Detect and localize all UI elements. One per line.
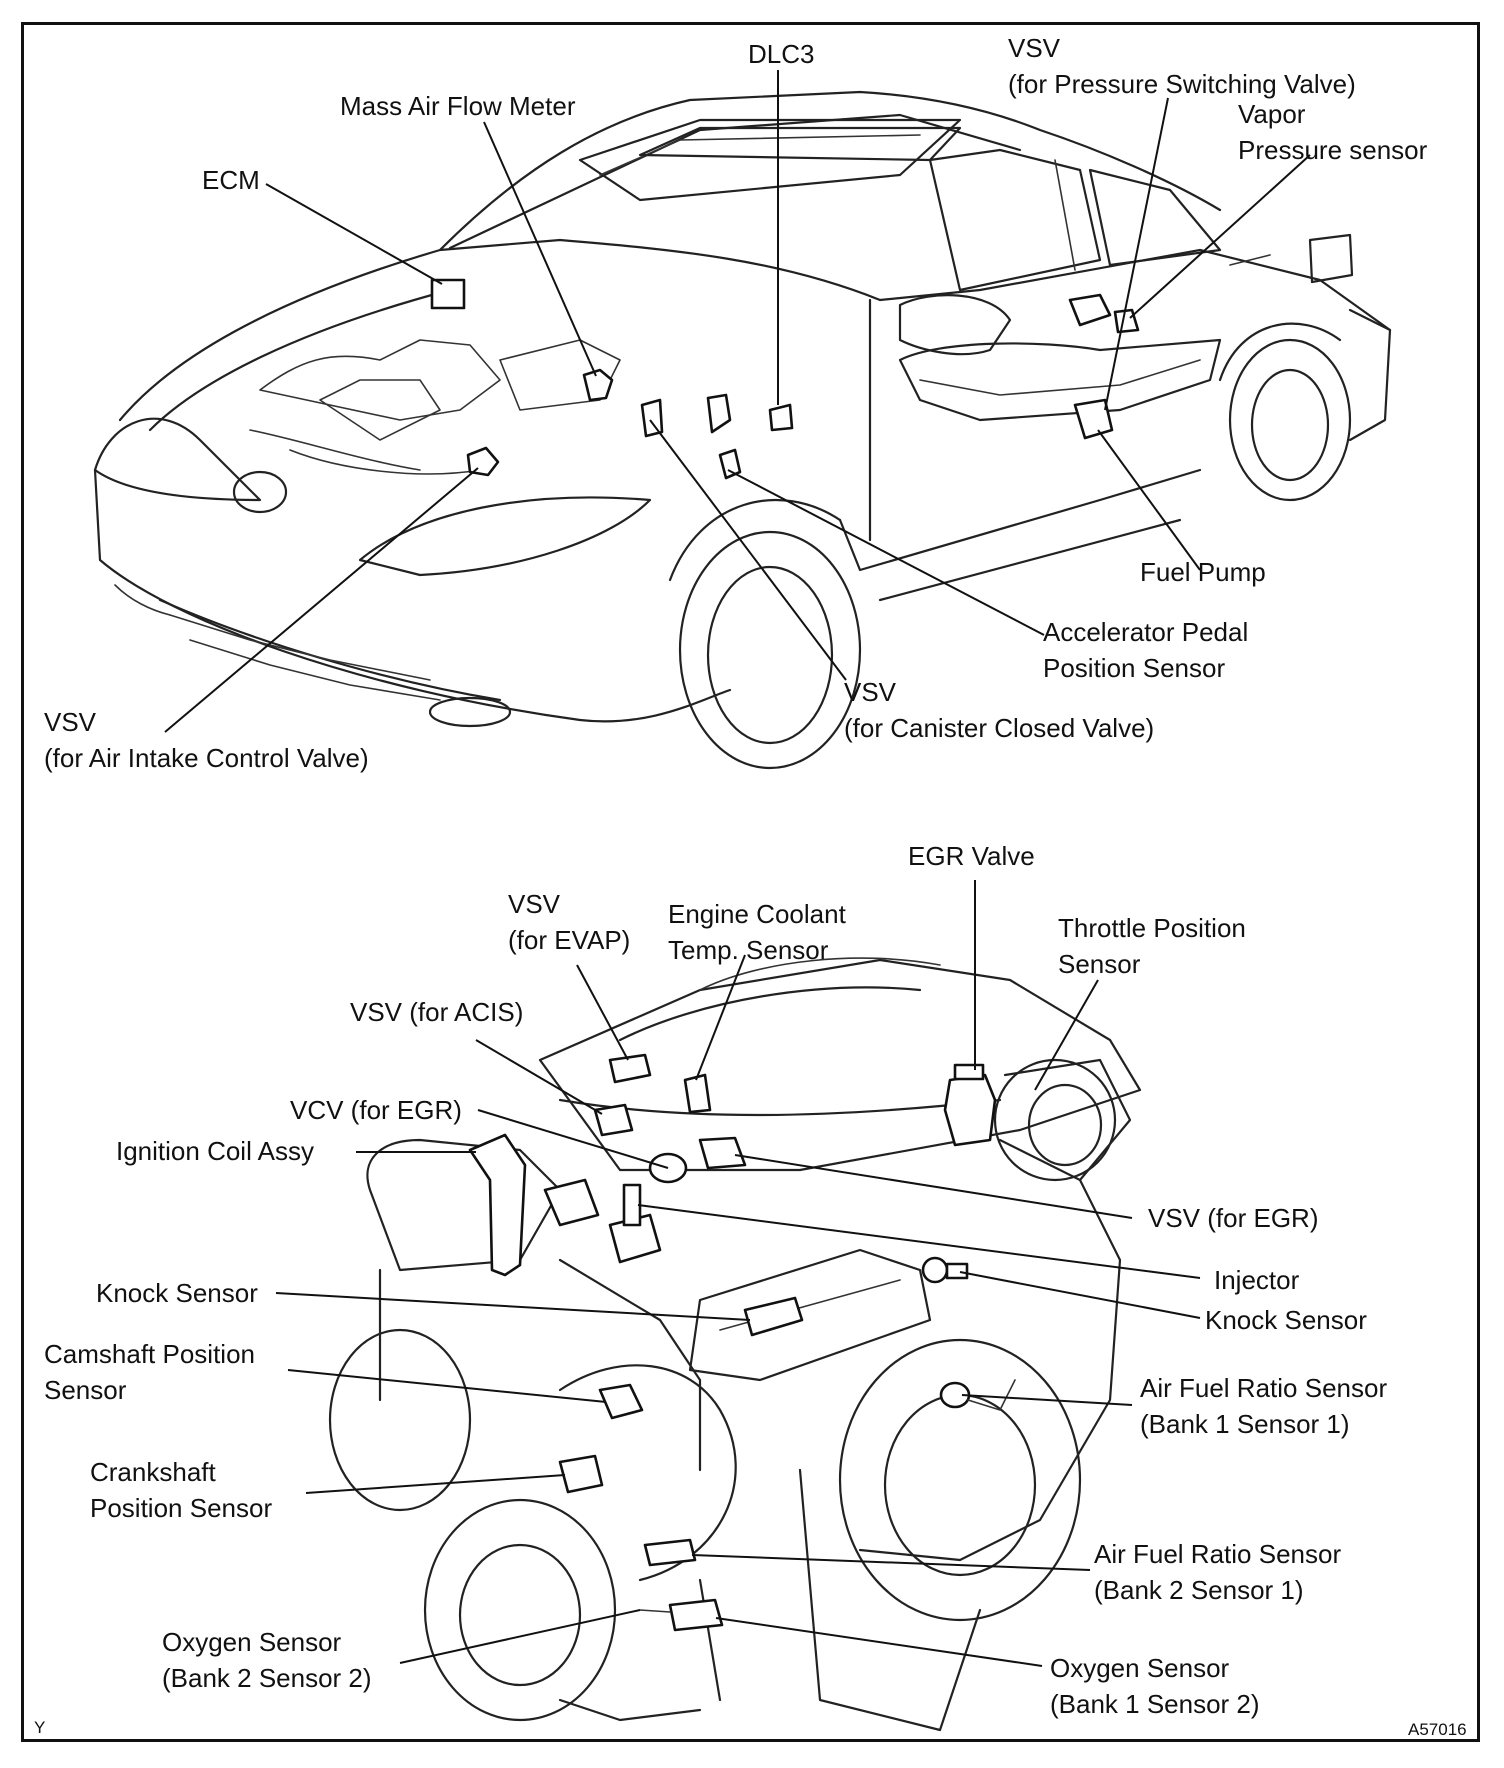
label-vsv-air-intake-control-valve: VSV(for Air Intake Control Valve)	[44, 707, 369, 773]
label-vsv-canister-closed-valve: VSV(for Canister Closed Valve)	[844, 677, 1155, 743]
label-fuel-pump: Fuel Pump	[1140, 557, 1266, 587]
label-oxygen-sensor-bank2-sensor2: Oxygen Sensor(Bank 2 Sensor 2)	[162, 1627, 372, 1693]
label-dlc3: DLC3	[748, 39, 815, 69]
label-egr-valve: EGR Valve	[908, 841, 1035, 871]
label-ecm: ECM	[202, 165, 260, 195]
label-air-fuel-ratio-sensor-bank2-sensor1: Air Fuel Ratio Sensor(Bank 2 Sensor 1)	[1094, 1539, 1342, 1605]
label-air-fuel-ratio-sensor-bank1-sensor1: Air Fuel Ratio Sensor(Bank 1 Sensor 1)	[1140, 1373, 1388, 1439]
label-oxygen-sensor-bank1-sensor2: Oxygen Sensor(Bank 1 Sensor 2)	[1050, 1653, 1260, 1719]
label-injector: Injector	[1214, 1265, 1300, 1295]
diagram-frame	[21, 22, 1480, 1742]
engine-illustration	[328, 957, 1142, 1732]
label-ignition-coil-assy: Ignition Coil Assy	[116, 1136, 314, 1166]
figure-code: A57016	[1408, 1720, 1467, 1739]
leader-lines	[164, 70, 1311, 1667]
label-vsv-acis: VSV (for ACIS)	[350, 997, 524, 1027]
label-vcv-egr: VCV (for EGR)	[290, 1095, 462, 1125]
label-vsv-evap: VSV(for EVAP)	[508, 889, 631, 955]
label-vsv-pressure-switching-valve: VSV(for Pressure Switching Valve)	[1008, 33, 1356, 99]
label-knock-sensor-left: Knock Sensor	[96, 1278, 258, 1308]
label-knock-sensor-right: Knock Sensor	[1205, 1305, 1367, 1335]
label-vsv-egr: VSV (for EGR)	[1148, 1203, 1319, 1233]
corner-mark-y: Y	[34, 1718, 46, 1737]
car-illustration	[93, 90, 1392, 770]
label-mass-air-flow-meter: Mass Air Flow Meter	[340, 91, 576, 121]
